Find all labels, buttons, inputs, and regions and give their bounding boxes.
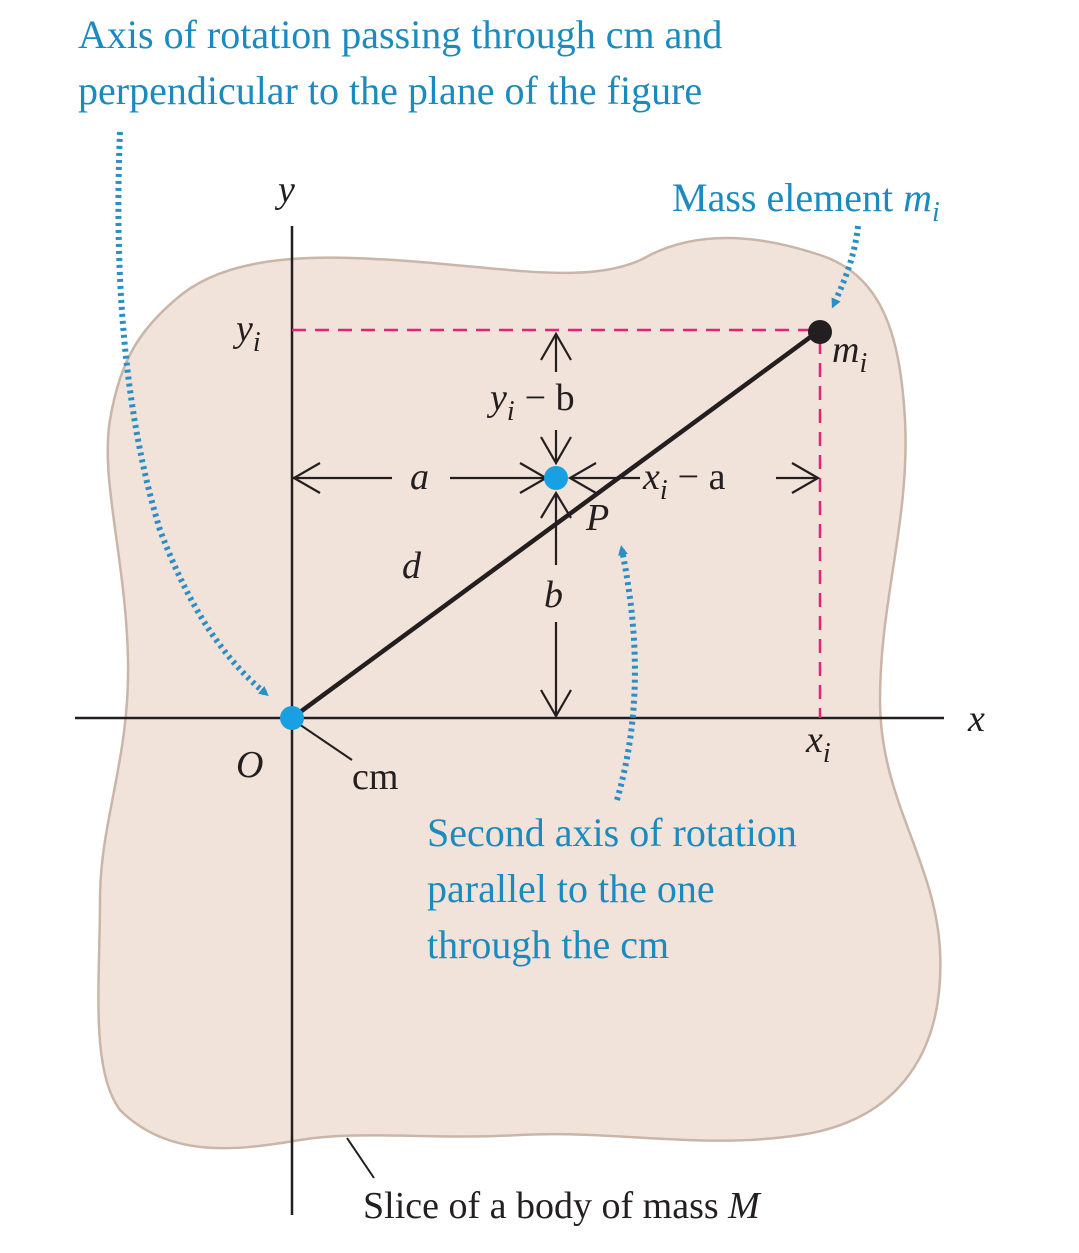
xi-axis-label: xi: [805, 719, 831, 769]
mass-element-callout: Mass element mi: [672, 175, 940, 228]
mass-element-callout-arrow: [831, 225, 861, 309]
point-p: [544, 466, 568, 490]
axis-cm-callout-line2: perpendicular to the plane of the figure: [78, 68, 702, 113]
second-axis-callout-line3: through the cm: [427, 922, 669, 967]
x-axis-label: x: [967, 698, 985, 740]
second-axis-callout-arrow: [614, 545, 638, 801]
body-slice-shape: [97, 236, 942, 1150]
slice-leader-line: [346, 1137, 375, 1179]
mass-element-label: mi: [832, 329, 867, 379]
cm-leader-line: [295, 721, 353, 761]
y-axis-label: y: [274, 169, 295, 211]
axis-cm-callout-line1: Axis of rotation passing through cm and: [78, 12, 722, 57]
point-p-label: P: [585, 497, 609, 539]
dimension-yi-minus-b-label: yi− b: [486, 377, 575, 427]
slice-caption: Slice of a body of mass M: [363, 1185, 762, 1227]
dimension-b-label: b: [544, 574, 563, 616]
second-axis-callout-line2: parallel to the one: [427, 866, 715, 911]
dimension-yi-minus-b: [540, 331, 572, 466]
dimension-a: [291, 462, 549, 494]
cm-point: [280, 706, 304, 730]
mass-element-point: [808, 320, 832, 344]
second-axis-callout-line1: Second axis of rotation: [427, 810, 797, 855]
yi-axis-label: yi: [232, 308, 261, 358]
dimension-xi-minus-a-label: xi− a: [642, 456, 726, 506]
dimension-xi-minus-a: [567, 462, 821, 494]
dimension-a-label: a: [410, 456, 429, 498]
distance-d-label: d: [402, 545, 422, 587]
cm-label: cm: [352, 756, 398, 798]
dimension-b: [540, 490, 572, 719]
origin-label: O: [236, 744, 263, 786]
